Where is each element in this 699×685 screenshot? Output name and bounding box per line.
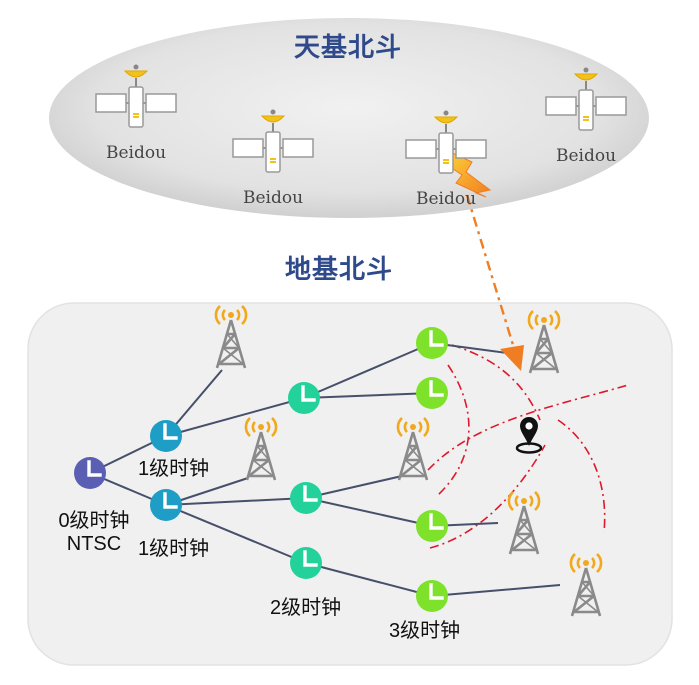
clock-label-level1-lower: 1级时钟 xyxy=(138,538,210,560)
tower-3-icon xyxy=(396,417,430,481)
clock-label-level0: 0级时钟 NTSC xyxy=(52,510,136,556)
coverage-arcs xyxy=(427,344,629,549)
space-segment-ellipse xyxy=(49,18,649,218)
clock-level3-b-icon xyxy=(416,377,448,409)
clock-level1-upper-icon xyxy=(150,420,182,452)
satellite-label-4: Beidou xyxy=(556,146,617,166)
clock-level2-b-icon xyxy=(290,482,322,514)
satellite-2-icon xyxy=(232,109,314,173)
link-2a-3b xyxy=(303,392,433,399)
link-2b-3c xyxy=(305,497,433,527)
space-segment-title: 天基北斗 xyxy=(294,33,403,63)
link-2c-3d xyxy=(305,562,433,597)
clock-level3-c-icon xyxy=(416,510,448,542)
coverage-arc-3 xyxy=(427,384,629,471)
satellites xyxy=(95,64,627,174)
clock-label-level2: 2级时钟 xyxy=(270,597,342,619)
clocks xyxy=(74,327,448,612)
location-pin-icon xyxy=(515,417,543,454)
coverage-arc-2 xyxy=(451,344,541,421)
downlink-arrowhead xyxy=(500,345,524,371)
satellite-4-icon xyxy=(545,67,627,131)
tower-1-icon xyxy=(214,305,248,369)
tower-4-icon xyxy=(527,310,561,374)
tower-6-icon xyxy=(569,553,603,617)
link-2b-tower xyxy=(305,475,403,499)
clock-label-level3: 3级时钟 xyxy=(389,620,461,642)
clock-level1-lower-icon xyxy=(150,489,182,521)
clock-level2-a-icon xyxy=(288,382,320,414)
satellite-downlink xyxy=(465,194,524,371)
satellite-label-2: Beidou xyxy=(243,188,304,208)
link-1b-2c xyxy=(165,504,307,564)
link-1a-2a xyxy=(165,397,305,437)
tower-5-icon xyxy=(507,491,541,555)
coverage-arc-5 xyxy=(557,419,606,533)
ground-segment-panel xyxy=(27,302,673,666)
satellite-1-icon xyxy=(95,64,177,128)
satellite-label-3: Beidou xyxy=(416,189,477,209)
tower-2-icon xyxy=(244,417,278,481)
clock-level3-a-icon xyxy=(416,327,448,359)
clock-level0-icon xyxy=(74,457,106,489)
clock-level2-c-icon xyxy=(290,547,322,579)
clock-level3-d-icon xyxy=(416,580,448,612)
towers xyxy=(214,305,603,617)
link-3d-tower xyxy=(431,584,561,597)
ground-segment-title: 地基北斗 xyxy=(285,255,394,285)
coverage-arc-4 xyxy=(429,444,546,549)
clock-label-level0-text: 0级时钟 xyxy=(58,510,130,532)
clock-label-level1-upper: 1级时钟 xyxy=(138,458,210,480)
satellite-label-1: Beidou xyxy=(106,143,167,163)
link-1b-2b xyxy=(165,497,307,506)
satellite-3-icon xyxy=(405,110,487,174)
clock-label-ntsc: NTSC xyxy=(66,533,122,555)
link-2a-3a xyxy=(303,342,433,399)
